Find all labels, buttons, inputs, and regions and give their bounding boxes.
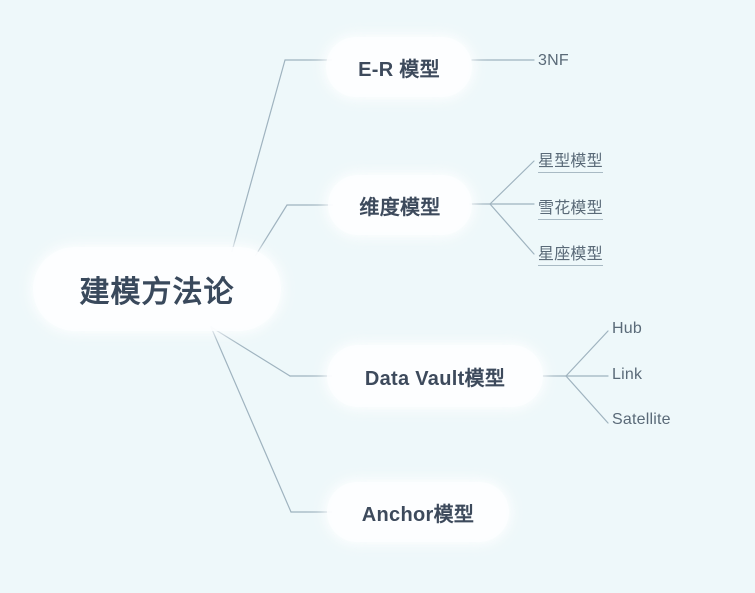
connector-dimension-to-star — [489, 160, 535, 205]
branch-node-data-vault-model[interactable]: Data Vault模型 — [332, 350, 538, 402]
root-node-label: 建模方法论 — [79, 276, 235, 309]
connector-root-to-anchor — [210, 326, 292, 513]
leaf-node-snowflake-schema[interactable]: 雪花模型 — [538, 194, 603, 220]
leaf-node-3nf[interactable]: 3NF — [538, 52, 569, 69]
leaf-node-hub[interactable]: Hub — [612, 320, 642, 337]
connector-datavault-to-satellite — [565, 375, 609, 424]
root-node[interactable]: 建模方法论 — [38, 252, 276, 326]
connector-datavault-to-hub — [565, 330, 609, 377]
branch-node-label: E-R 模型 — [358, 58, 440, 81]
leaf-node-satellite[interactable]: Satellite — [612, 411, 671, 428]
branch-node-er-model[interactable]: E-R 模型 — [331, 42, 467, 92]
branch-node-label: Anchor模型 — [361, 503, 475, 526]
connector-dimension-to-constellation — [489, 203, 535, 255]
connector-root-to-datavault — [210, 326, 291, 377]
leaf-node-star-schema[interactable]: 星型模型 — [538, 147, 603, 173]
branch-node-dimension-model[interactable]: 维度模型 — [333, 180, 467, 230]
branch-node-anchor-model[interactable]: Anchor模型 — [332, 487, 504, 537]
branch-node-label: 维度模型 — [359, 196, 441, 219]
leaf-node-constellation-schema[interactable]: 星座模型 — [538, 240, 603, 266]
leaf-node-link[interactable]: Link — [612, 366, 643, 383]
branch-node-label: Data Vault模型 — [364, 367, 506, 390]
